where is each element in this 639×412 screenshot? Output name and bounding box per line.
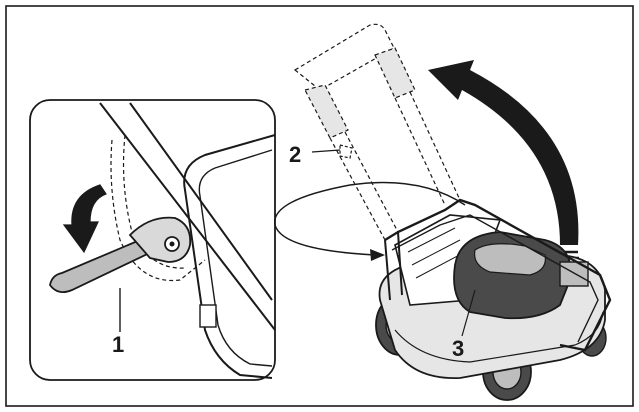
- handle-lower-frame: [384, 198, 612, 352]
- connector-arrowhead: [370, 249, 385, 261]
- callout-label-2: 2: [289, 142, 302, 167]
- handle-lower-frame-inner: [391, 214, 599, 343]
- part-2-knob: [339, 144, 353, 159]
- handle-lower-frame-left: [384, 231, 403, 301]
- mower-deck-skirt: [394, 311, 604, 363]
- clamp-dashed-outline-2: [122, 134, 186, 269]
- handle-tube-outer: [99, 102, 276, 331]
- handle-ghost-raised: [293, 23, 461, 241]
- connector-ellipse: [274, 181, 466, 256]
- handle-ghost-tube-left: [329, 131, 399, 241]
- handle-ghost-grip-right: [374, 47, 416, 99]
- rotation-arrow-body: [62, 184, 107, 254]
- mower-frame-piece-inner: [198, 149, 273, 367]
- clamp-dashed-outline: [110, 139, 206, 282]
- raise-motion-arrow: [428, 60, 579, 245]
- outer-border: [5, 5, 634, 407]
- mower-frame-piece: [183, 134, 276, 379]
- connector-arrow: [274, 181, 466, 261]
- callout-label-1: 1: [112, 332, 125, 357]
- handle-ghost-tube-right: [394, 91, 461, 206]
- motor-top: [473, 243, 547, 276]
- detail-inset: [29, 99, 276, 381]
- lawn-mower: [293, 23, 612, 401]
- lever-pivot-center: [169, 241, 175, 247]
- frame-bracket: [199, 304, 217, 328]
- handle-ghost-grip-left: [304, 84, 349, 139]
- callout-3-leader: [461, 289, 476, 337]
- callout-label-3: 3: [452, 336, 465, 361]
- handle-ghost-bar: [293, 23, 395, 91]
- callout-2-leader: [311, 149, 341, 153]
